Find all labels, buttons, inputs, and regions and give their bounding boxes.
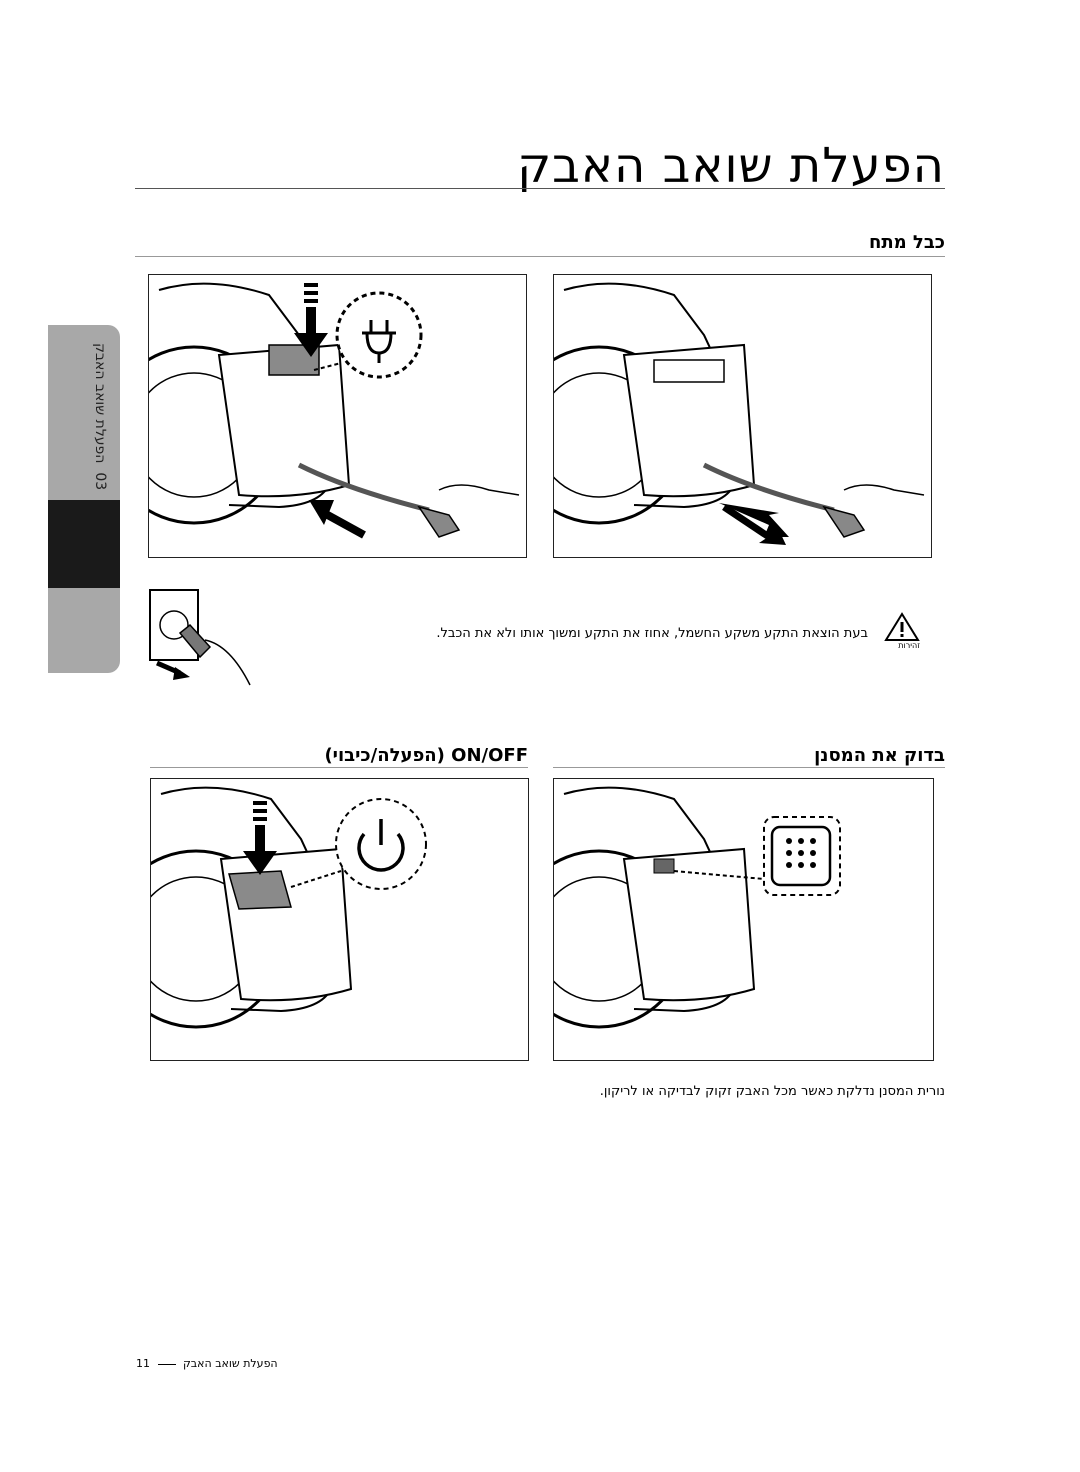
section-divider — [135, 256, 945, 257]
filter-caption: נורית המסנן נדלקת כאשר מכל האבק זקוק לבד… — [599, 1084, 945, 1099]
side-tab-lower — [48, 588, 120, 673]
warning-triangle-icon — [884, 612, 920, 648]
footer-rule — [157, 1363, 176, 1365]
side-tab-upper — [48, 325, 120, 500]
page-title: הפעלת שואב האבק — [517, 138, 945, 194]
illustration-on-off-button — [150, 778, 529, 1061]
side-tab-number: 03 — [92, 472, 108, 490]
page-footer: 11 הפעלת שואב האבק — [136, 1357, 278, 1370]
page-number: 11 — [136, 1357, 150, 1370]
footer-label: הפעלת שואב האבק — [183, 1357, 278, 1370]
warning-text: בעת הוצאת התקע משקע החשמל, אחוז את התקע … — [436, 626, 868, 641]
section-heading-filter: בדוק את המסנן — [814, 745, 945, 766]
section-divider — [553, 767, 945, 768]
side-tab-label: 03 הפעלת שואב האבק — [86, 340, 108, 490]
illustration-cord-rewind — [148, 274, 527, 558]
illustration-cord-pull — [553, 274, 932, 558]
section-heading-power-cord: כבל מתח — [868, 232, 945, 253]
side-tab-text: הפעלת שואב האבק — [92, 342, 108, 464]
title-divider — [135, 188, 945, 189]
illustration-filter-indicator — [553, 778, 934, 1061]
warning-caption: זהירות — [898, 641, 920, 650]
section-divider — [150, 767, 528, 768]
wall-outlet-illustration — [145, 585, 255, 690]
section-heading-on-off: ON/OFF (הפעלה/כיבוי) — [324, 745, 528, 766]
side-tab-active — [48, 500, 120, 588]
